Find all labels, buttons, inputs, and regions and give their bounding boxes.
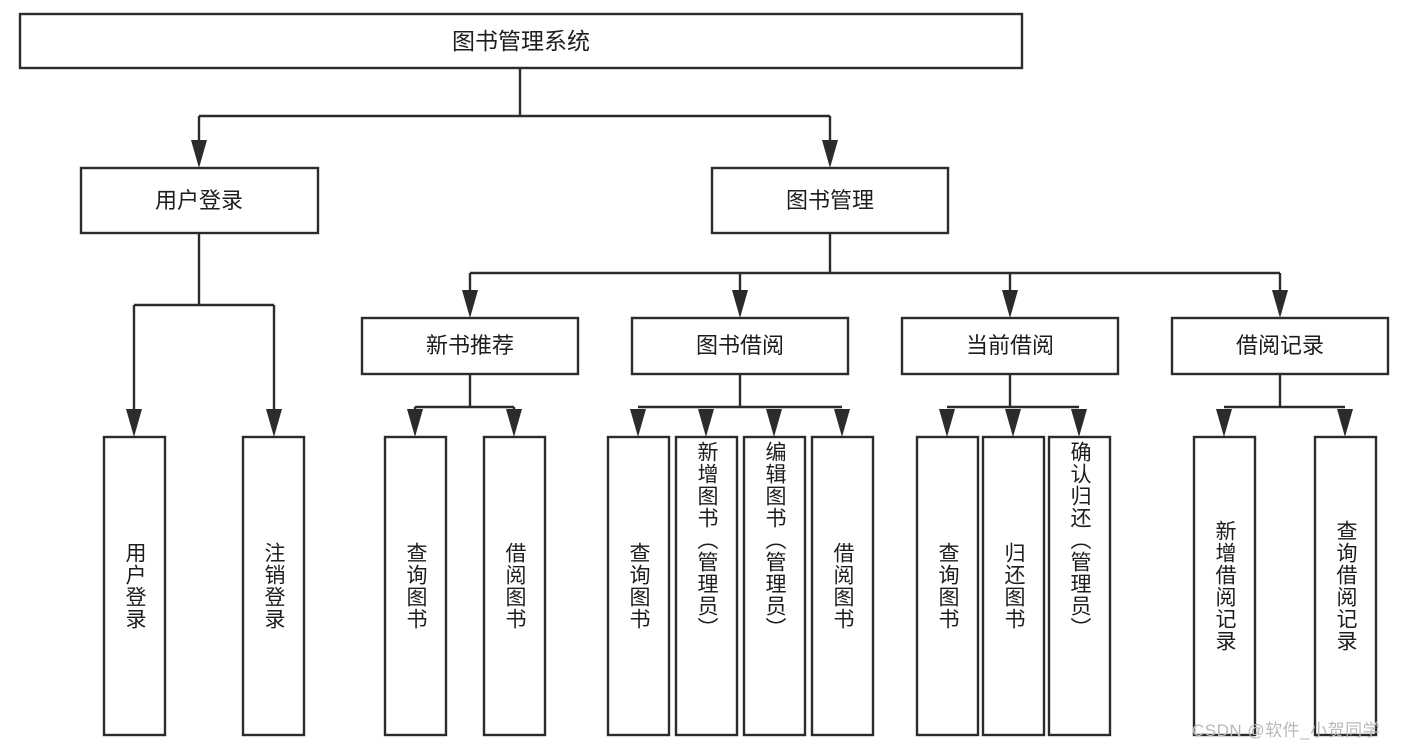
node-current-borrow[interactable]: 当前借阅 xyxy=(900,316,1120,376)
leaf-new-book-1-box[interactable] xyxy=(383,435,448,737)
node-root-box[interactable] xyxy=(18,12,1024,70)
arrow-borrow-leaf-1 xyxy=(630,409,646,437)
node-user-login-box[interactable] xyxy=(79,166,320,235)
node-book-borrow[interactable]: 图书借阅 xyxy=(630,316,850,376)
node-new-book-recommend[interactable]: 新书推荐 xyxy=(360,316,580,376)
leaf-borrow-2-box[interactable] xyxy=(674,435,739,737)
leaf-new-book-2-box[interactable] xyxy=(482,435,547,737)
arrow-current-leaf-1 xyxy=(939,409,955,437)
csdn-watermark: CSDN @软件_小贺同学 xyxy=(1192,721,1381,740)
arrow-current-leaf-2 xyxy=(1005,409,1021,437)
node-book-management[interactable]: 图书管理 xyxy=(710,166,950,235)
node-current-borrow-box[interactable] xyxy=(900,316,1120,376)
arrow-l3-borrow xyxy=(732,290,748,318)
node-borrow-record-label: 借阅记录 xyxy=(1236,333,1324,358)
node-root-label: 图书管理系统 xyxy=(452,28,590,54)
arrow-record-leaf-1 xyxy=(1216,409,1232,437)
node-book-borrow-box[interactable] xyxy=(630,316,850,376)
arrow-current-leaf-3 xyxy=(1071,409,1087,437)
arrow-newbook-leaf-1 xyxy=(407,409,423,437)
node-current-borrow-label: 当前借阅 xyxy=(966,333,1054,358)
leaf-current-3-box[interactable] xyxy=(1047,435,1112,737)
leaf-borrow-4-box[interactable] xyxy=(810,435,875,737)
leaf-record-1-box[interactable] xyxy=(1192,435,1257,737)
arrow-newbook-leaf-2 xyxy=(506,409,522,437)
arrow-user-leaf-1 xyxy=(126,409,142,437)
node-new-book-recommend-label: 新书推荐 xyxy=(426,333,514,358)
leaf-borrow-1-box[interactable] xyxy=(606,435,671,737)
node-book-borrow-label: 图书借阅 xyxy=(696,333,784,358)
arrow-borrow-leaf-3 xyxy=(766,409,782,437)
leaf-current-2-box[interactable] xyxy=(981,435,1046,737)
arrow-borrow-leaf-4 xyxy=(834,409,850,437)
leaf-user-login-1-box[interactable] xyxy=(102,435,167,737)
arrow-borrow-leaf-2 xyxy=(698,409,714,437)
node-new-book-recommend-box[interactable] xyxy=(360,316,580,376)
arrow-to-user-login xyxy=(191,140,207,168)
arrow-l3-record xyxy=(1272,290,1288,318)
arrow-l3-new-book xyxy=(462,290,478,318)
leaf-current-1-box[interactable] xyxy=(915,435,980,737)
node-borrow-record[interactable]: 借阅记录 xyxy=(1170,316,1390,376)
node-book-management-box[interactable] xyxy=(710,166,950,235)
arrow-record-leaf-2 xyxy=(1337,409,1353,437)
edge-group xyxy=(126,68,1353,437)
arrow-to-book-mgmt xyxy=(822,140,838,168)
leaf-user-login-2-box[interactable] xyxy=(241,435,306,737)
node-borrow-record-box[interactable] xyxy=(1170,316,1390,376)
arrow-user-leaf-2 xyxy=(266,409,282,437)
node-root[interactable]: 图书管理系统 xyxy=(18,12,1024,70)
node-user-login-label: 用户登录 xyxy=(155,188,243,213)
node-book-management-label: 图书管理 xyxy=(786,188,874,213)
arrow-l3-current xyxy=(1002,290,1018,318)
leaf-borrow-3-box[interactable] xyxy=(742,435,807,737)
node-user-login[interactable]: 用户登录 xyxy=(79,166,320,235)
leaf-record-2-box[interactable] xyxy=(1313,435,1378,737)
